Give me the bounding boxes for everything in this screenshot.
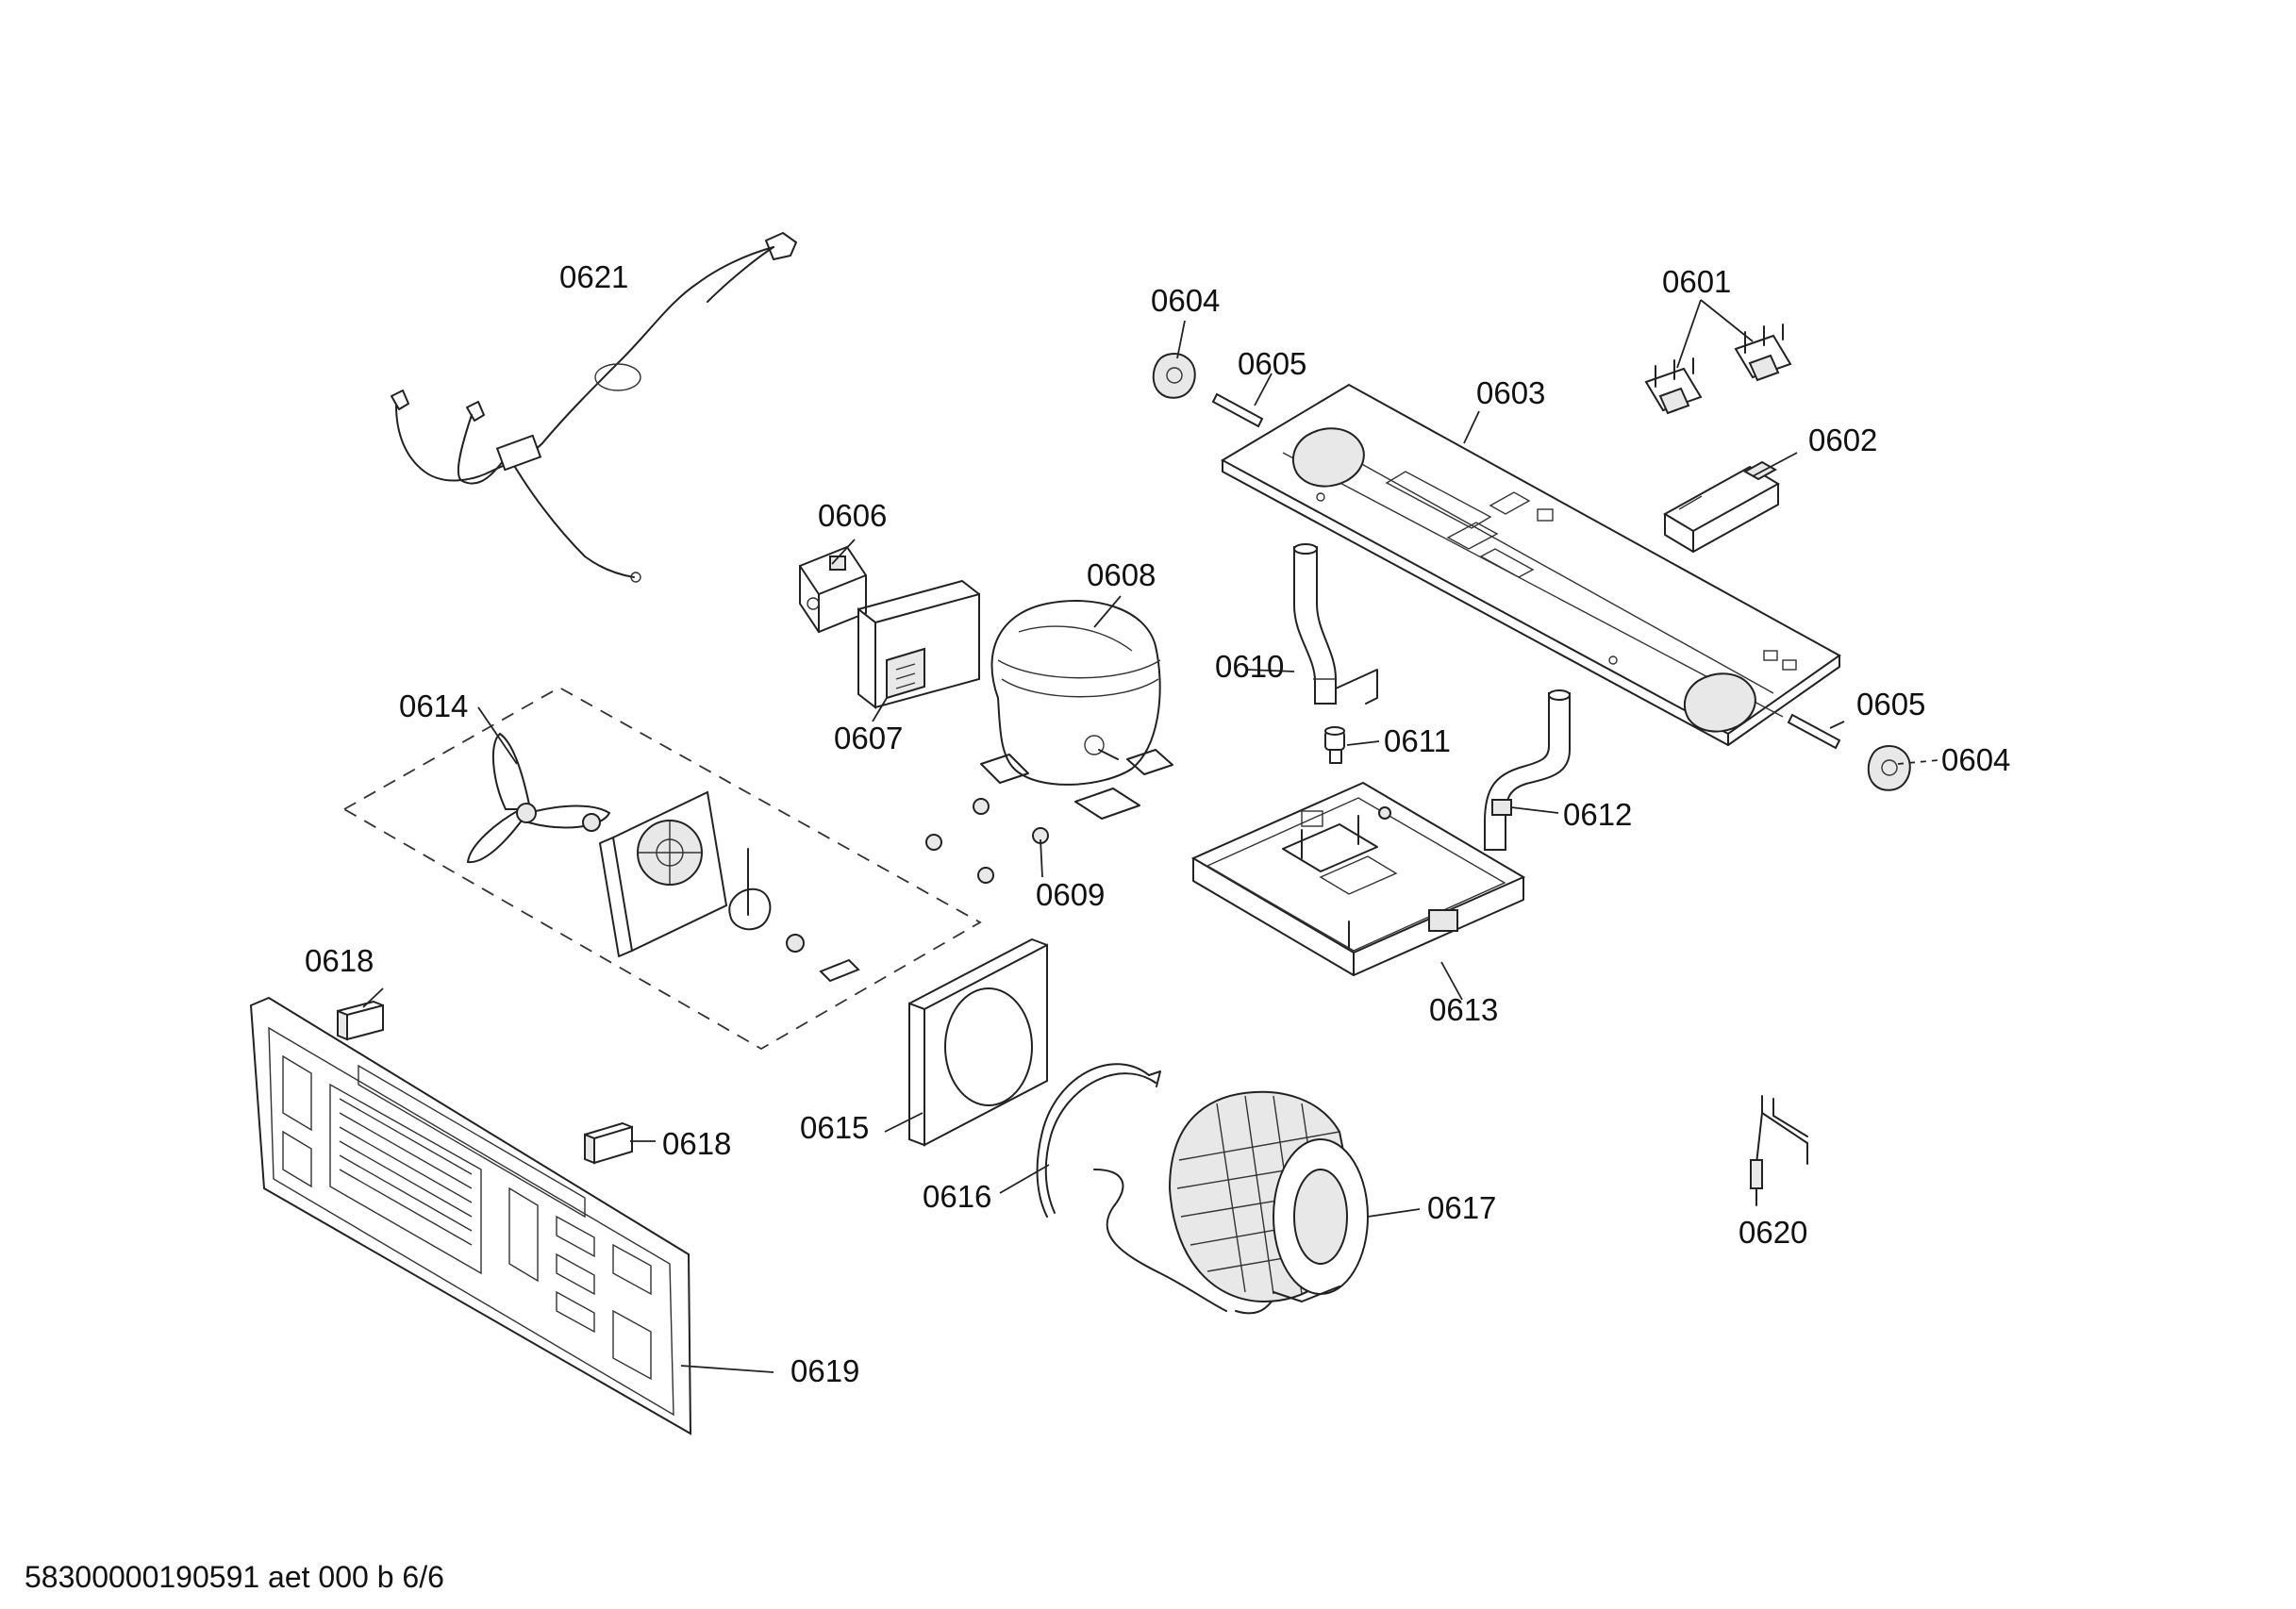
document-footer-id: 58300000190591 aet 000 b 6/6 [25, 1560, 444, 1594]
connector-part-lower [584, 1122, 633, 1165]
label-0601: 0601 [1662, 264, 1731, 299]
electronics-box-part [857, 580, 980, 710]
drain-tray-part [1190, 781, 1526, 976]
label-0608: 0608 [1087, 557, 1156, 592]
rod-part-upper [1211, 392, 1264, 428]
temperature-sensor-part [1750, 1095, 1808, 1206]
leader-lines [362, 299, 1939, 1373]
label-0615: 0615 [800, 1110, 869, 1145]
compressor-part [980, 600, 1173, 820]
elbow-pipe-part [1293, 543, 1378, 705]
label-0621: 0621 [559, 259, 628, 294]
connector-part-upper [337, 1001, 384, 1041]
wiring-harness-part [391, 232, 797, 583]
label-0617: 0617 [1427, 1190, 1496, 1225]
blower-wheel-part [1093, 1090, 1369, 1315]
label-0618-upper: 0618 [305, 943, 374, 978]
fan-shroud-part [908, 938, 1048, 1147]
label-0610: 0610 [1215, 649, 1284, 684]
relay-connector-part [1644, 323, 1792, 415]
label-0611: 0611 [1384, 723, 1451, 758]
label-0606: 0606 [818, 498, 887, 533]
mounting-plate-part [1220, 383, 1841, 746]
knob-part-lower [1867, 745, 1911, 791]
nozzle-part [1324, 726, 1345, 764]
label-0604-upper: 0604 [1151, 283, 1220, 318]
label-0603: 0603 [1476, 375, 1545, 410]
rod-part-lower [1787, 713, 1841, 750]
label-0602: 0602 [1808, 423, 1877, 457]
label-0605-upper: 0605 [1238, 346, 1306, 381]
label-0618-lower: 0618 [662, 1126, 731, 1161]
retaining-ring-part [1036, 1063, 1161, 1218]
grommet-nut-parts [925, 798, 1049, 884]
knob-part-upper [1152, 353, 1196, 399]
label-0616: 0616 [923, 1179, 991, 1214]
rear-panel-part [249, 996, 692, 1435]
label-0605-lower: 0605 [1856, 687, 1925, 722]
label-0609: 0609 [1036, 877, 1105, 912]
fan-assembly-part [342, 686, 982, 1051]
bent-pipe-part [1484, 689, 1571, 851]
label-0620: 0620 [1739, 1215, 1807, 1250]
label-0614: 0614 [399, 688, 468, 723]
label-0604-lower: 0604 [1941, 742, 2010, 777]
label-0619: 0619 [790, 1353, 859, 1388]
label-0612: 0612 [1563, 797, 1632, 832]
label-0607: 0607 [834, 721, 903, 755]
start-relay-part [799, 545, 867, 634]
switch-holder-part [1663, 460, 1780, 553]
label-0613: 0613 [1429, 992, 1498, 1027]
